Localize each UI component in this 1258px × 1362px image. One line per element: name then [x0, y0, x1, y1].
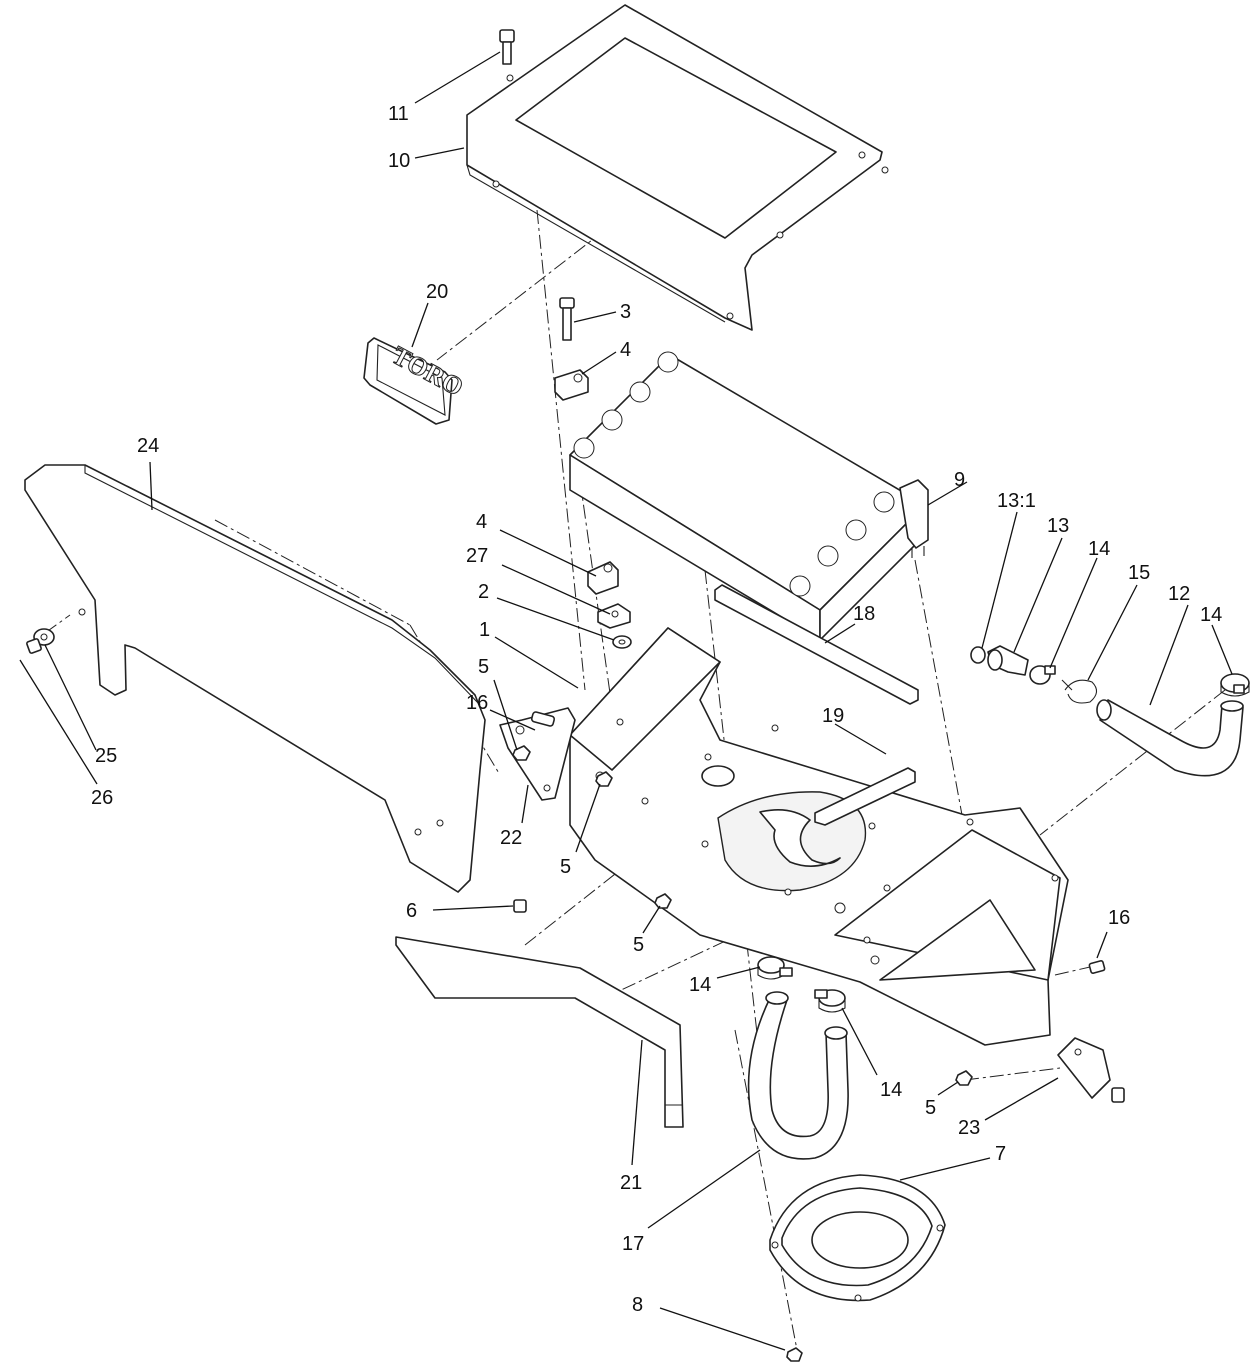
hose-clamp-part-14-lower-left [757, 956, 793, 980]
callout-11: 11 [388, 103, 409, 125]
deflector-part-21 [395, 936, 684, 1128]
main-housing-part-1 [569, 627, 1069, 1046]
callout-4-lower: 4 [476, 511, 487, 533]
hose-clamp-part-14-right [1220, 673, 1250, 697]
hose-clamp-part-14-fitting [1029, 665, 1056, 685]
spring-clip-part-15 [1061, 679, 1098, 704]
callout-5-a: 5 [478, 656, 489, 678]
nut-part-5-c [654, 893, 672, 909]
toro-decal-part-20: TORO [363, 337, 469, 425]
top-cover-part-10 [466, 4, 889, 331]
callout-19: 19 [822, 705, 844, 727]
callout-4-upper: 4 [620, 339, 631, 361]
seal-strip-part-18 [714, 584, 919, 705]
callout-5-d: 5 [925, 1097, 936, 1119]
bolt-part-6 [513, 899, 527, 913]
callout-6: 6 [406, 900, 417, 922]
bar-part-19 [814, 767, 916, 826]
bowl-part-7 [769, 1174, 946, 1302]
callout-5-c: 5 [633, 934, 644, 956]
washer-part-2 [612, 635, 632, 649]
callout-17: 17 [622, 1233, 644, 1255]
hose-part-12 [1096, 699, 1244, 777]
bracket-part-22 [499, 707, 576, 801]
callout-22: 22 [500, 827, 522, 849]
callout-16-left: 16 [466, 692, 488, 714]
callout-15: 15 [1128, 562, 1150, 584]
callout-20: 20 [426, 281, 448, 303]
o-ring-part-13-1 [970, 646, 986, 664]
callout-14-lower-right: 14 [880, 1079, 902, 1101]
callout-24: 24 [137, 435, 159, 457]
callout-12: 12 [1168, 583, 1190, 605]
callout-9: 9 [954, 469, 965, 491]
bolt-part-26 [26, 638, 42, 654]
bracket-part-23 [1057, 1037, 1125, 1103]
callout-3: 3 [620, 301, 631, 323]
callout-16-right: 16 [1108, 907, 1130, 929]
callout-labels: 11 10 20 3 4 24 9 13:1 13 14 15 12 14 4 … [91, 103, 1222, 1316]
bracket-part-27 [597, 603, 631, 629]
heat-exchanger-part-9 [569, 351, 929, 641]
callout-25: 25 [95, 745, 117, 767]
callout-10: 10 [388, 150, 410, 172]
callout-7: 7 [995, 1143, 1006, 1165]
callout-23: 23 [958, 1117, 980, 1139]
clamp-block-lower-part-4 [587, 561, 619, 595]
callout-5-b: 5 [560, 856, 571, 878]
fitting-part-13 [987, 645, 1029, 676]
callout-8: 8 [632, 1294, 643, 1316]
clamp-block-upper-part-4 [554, 369, 589, 401]
callout-2: 2 [478, 581, 489, 603]
callout-13-1: 13:1 [997, 490, 1036, 512]
callout-1: 1 [479, 619, 490, 641]
side-panel-part-24 [24, 464, 486, 893]
leader-lines [19, 51, 1233, 1351]
callout-14-right: 14 [1200, 604, 1222, 626]
nut-part-8 [786, 1347, 803, 1362]
callout-14-fitting: 14 [1088, 538, 1110, 560]
callout-27: 27 [466, 545, 488, 567]
nut-part-5-b [595, 771, 613, 787]
callout-13: 13 [1047, 515, 1069, 537]
hose-part-17 [747, 991, 849, 1160]
nut-part-5-d [955, 1070, 973, 1086]
bolt-part-11 [499, 29, 515, 65]
callout-18: 18 [853, 603, 875, 625]
bolt-part-16-right [1088, 960, 1106, 974]
hose-clamp-part-14-lower-right [814, 989, 846, 1013]
bolt-part-3 [559, 297, 575, 341]
callout-26: 26 [91, 787, 113, 809]
callout-21: 21 [620, 1172, 642, 1194]
callout-14-lower-left: 14 [689, 974, 711, 996]
